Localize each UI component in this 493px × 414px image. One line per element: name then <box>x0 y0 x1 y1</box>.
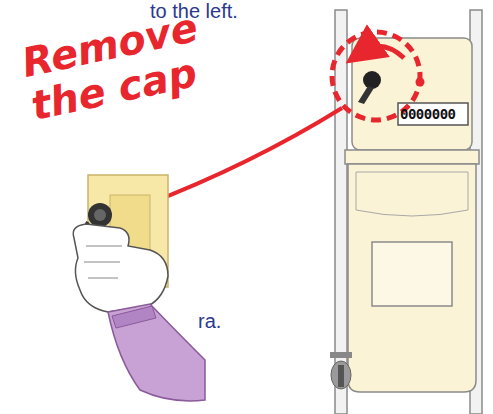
meter-counter: 0000000 <box>400 105 456 123</box>
callout-heading: Remove the cap <box>18 5 212 129</box>
instruction-text: ra. <box>198 310 221 333</box>
